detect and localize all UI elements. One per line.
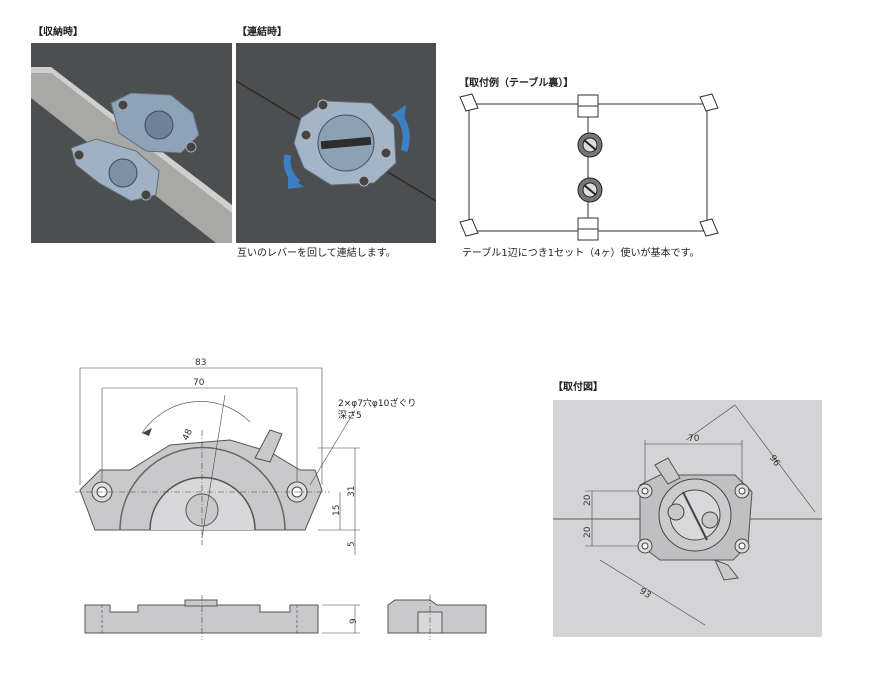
mount-dim-bottom-diag: 93 [637, 586, 652, 601]
dim-height-total: 31 [347, 486, 357, 497]
example-title: 【取付例（テーブル裏）】 [459, 78, 574, 89]
dim-radius: 48 [181, 427, 195, 442]
dim-height-mid: 15 [332, 505, 342, 516]
hole-note-line1: 2×φ7穴φ10ざぐり [338, 399, 417, 409]
dim-thickness: 9 [349, 618, 359, 624]
mount-dim-upper: 20 [583, 494, 593, 506]
storage-title: 【収納時】 [33, 27, 83, 38]
dim-overall: 83 [195, 358, 206, 368]
mounting-title: 【取付図】 [553, 382, 603, 393]
connected-title: 【連結時】 [237, 27, 287, 38]
example-caption: テーブル1辺につき1セット（4ヶ）使いが基本です。 [462, 248, 700, 259]
storage-upper-part [110, 92, 200, 154]
end-view-drawing [387, 595, 487, 640]
side-view-drawing [84, 595, 360, 640]
hole-note-line2: 深さ5 [338, 411, 362, 421]
storage-lower-part [70, 138, 160, 202]
mounting-drawing [553, 404, 822, 626]
mount-dim-lower: 20 [583, 526, 593, 538]
connected-caption: 互いのレバーを回して連結します。 [237, 248, 396, 259]
connected-photo [236, 43, 436, 243]
dim-hole-pitch: 70 [193, 378, 205, 388]
mounting-drawing-bg [553, 400, 822, 637]
connected-part [293, 99, 397, 187]
connector-icon [577, 177, 603, 203]
storage-photo [31, 43, 232, 243]
front-view-drawing [75, 367, 360, 555]
connector-icon [577, 132, 603, 158]
dim-bottom: 5 [347, 541, 357, 547]
mount-dim-diag: 96 [767, 453, 782, 468]
mount-dim-pitch: 70 [688, 434, 700, 444]
